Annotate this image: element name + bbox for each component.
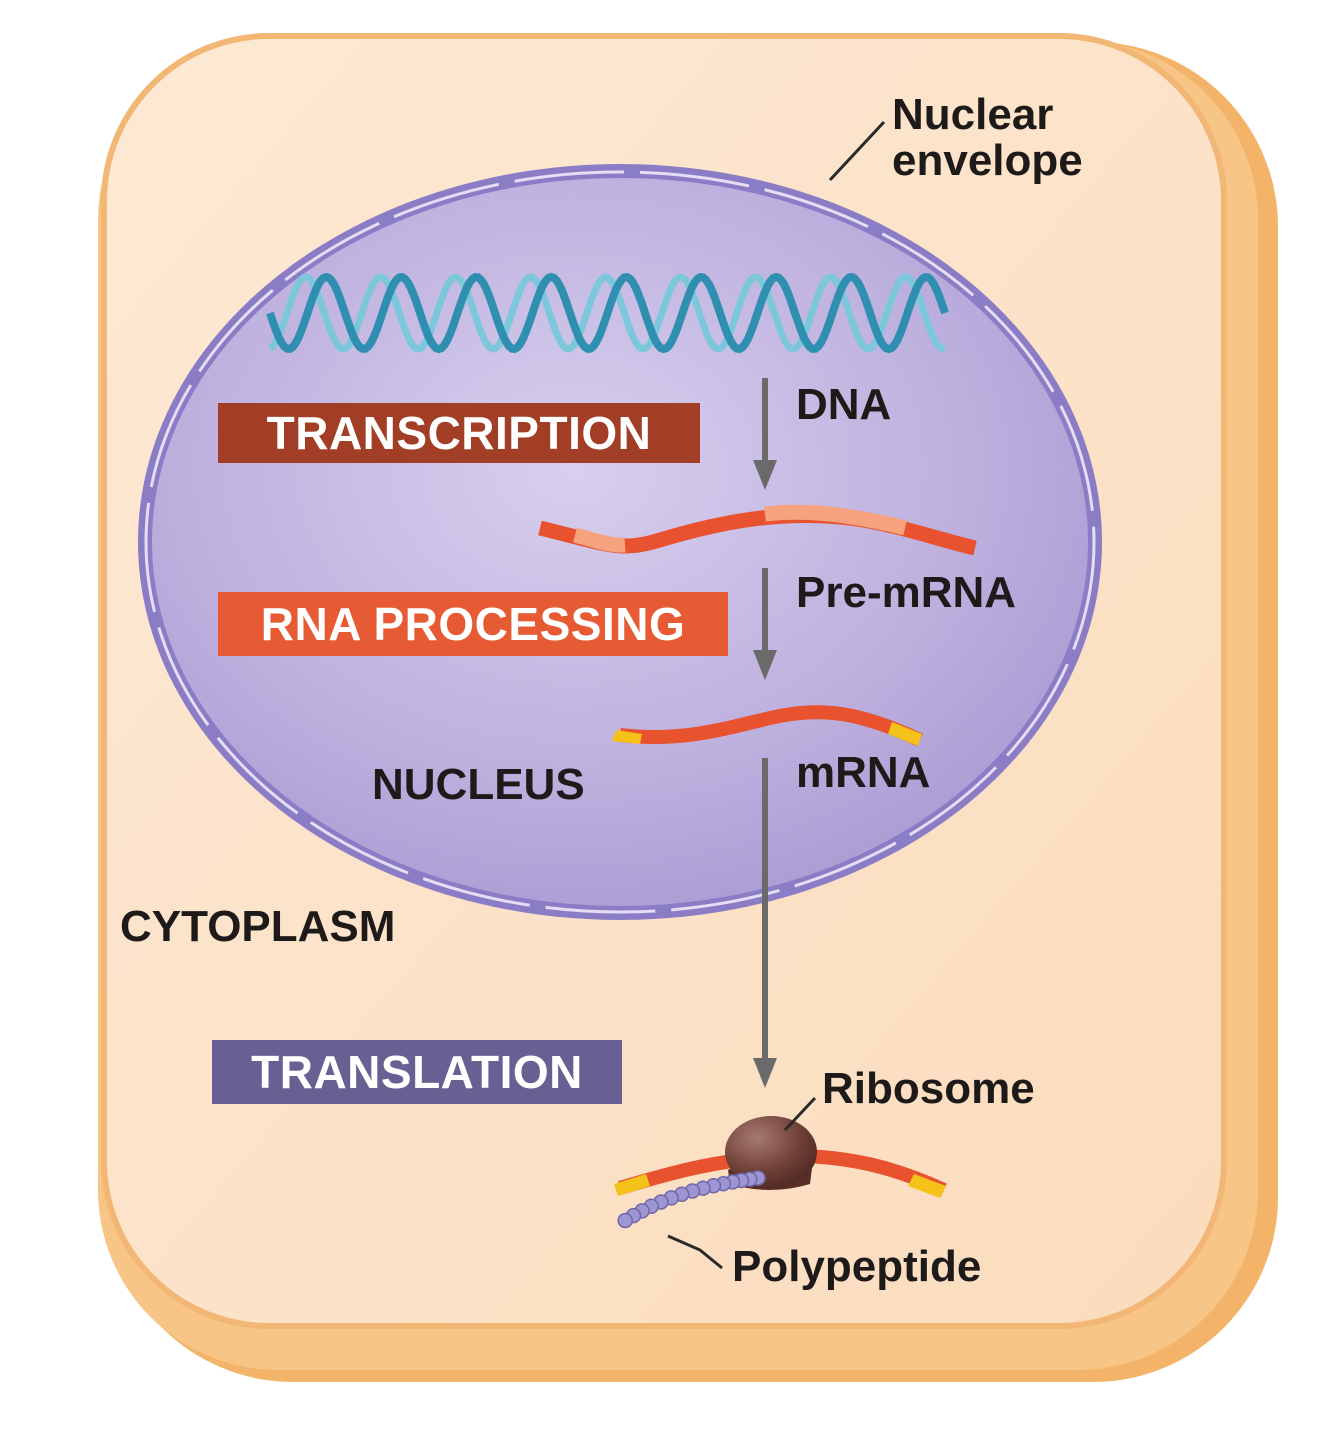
polypeptide-leader [667, 1234, 723, 1270]
cytoplasm-label: CYTOPLASM [120, 902, 396, 951]
polypeptide-chain [617, 1170, 766, 1229]
translating-mrna-cap [614, 1174, 650, 1196]
ribosome-label: Ribosome [822, 1064, 1035, 1113]
mrna-label: mRNA [796, 748, 931, 797]
nuclear-envelope-label: Nuclear envelope [892, 90, 1083, 186]
pre-mrna-exon [572, 527, 626, 553]
ribosome-leader [783, 1096, 817, 1132]
process-arrows [753, 378, 777, 1088]
nuclear-envelope-line1: Nuclear [892, 90, 1054, 139]
mrna-strand [612, 705, 923, 747]
leader-lines [667, 120, 886, 1270]
dna-helix [266, 272, 949, 354]
dna-label: DNA [796, 380, 892, 429]
nuclear-pores [144, 170, 1096, 914]
mrna-backbone [619, 705, 923, 747]
pre-mrna-exon [764, 504, 907, 536]
rna-processing-box: RNA PROCESSING [218, 592, 728, 656]
nuclear-envelope-leader [828, 120, 886, 182]
translation-site [614, 1116, 947, 1229]
transcription-box: TRANSCRIPTION [218, 403, 700, 463]
rna-processing-label: RNA PROCESSING [260, 598, 686, 650]
transcription-arrowhead [753, 460, 777, 490]
pre-mrna-strand [538, 504, 977, 556]
translation-arrowhead [753, 1058, 777, 1088]
mrna-tail [888, 722, 922, 746]
nuclear-envelope-line2: envelope [892, 136, 1083, 186]
polypeptide-label: Polypeptide [732, 1242, 982, 1291]
dna-strand [266, 272, 949, 354]
processing-arrowhead [753, 650, 777, 680]
mrna-cap [612, 730, 642, 744]
pre-mrna-label: Pre-mRNA [796, 568, 1017, 617]
nucleus-label: NUCLEUS [372, 760, 585, 809]
ribosome-large-subunit [725, 1116, 817, 1188]
translating-mrna-tail [908, 1174, 946, 1198]
amino-acid-bead [617, 1212, 633, 1229]
translation-label: TRANSLATION [251, 1046, 583, 1098]
translation-box: TRANSLATION [212, 1040, 622, 1104]
transcription-label: TRANSCRIPTION [266, 407, 652, 459]
dna-strand [267, 273, 946, 353]
